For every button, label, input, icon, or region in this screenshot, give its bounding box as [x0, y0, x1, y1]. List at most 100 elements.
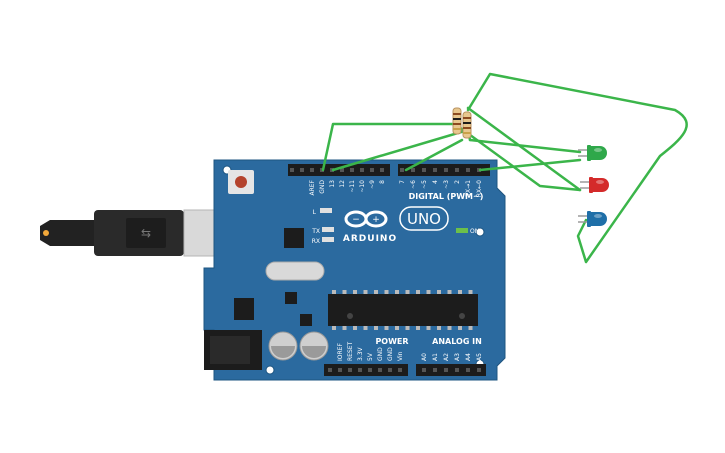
led-tx [322, 227, 334, 232]
top-pin-label: 4 [432, 180, 439, 184]
power-pin-label: GND [377, 347, 384, 361]
top-pin-label: 13 [329, 180, 336, 188]
led-l [320, 208, 332, 213]
power-pin-label: Vin [397, 351, 404, 361]
top-pin-label: ~9 [369, 180, 376, 189]
capacitor-1 [268, 331, 298, 361]
analog-pin-hole[interactable] [466, 368, 470, 372]
top-pin-hole[interactable] [466, 168, 470, 172]
top-pin-hole[interactable] [411, 168, 415, 172]
top-pin-hole[interactable] [433, 168, 437, 172]
chip-pin [353, 326, 357, 330]
led-rx [322, 237, 334, 242]
power-pin-label: RESET [347, 341, 354, 361]
analog-pin-label: A5 [476, 353, 483, 361]
chip-pin [342, 290, 347, 294]
power-pin-hole[interactable] [338, 368, 342, 372]
wire-resistor-to-green[interactable] [468, 138, 582, 154]
top-pin-hole[interactable] [455, 168, 459, 172]
top-pin-hole[interactable] [360, 168, 364, 172]
top-pin-hole[interactable] [380, 168, 384, 172]
top-pin-hole[interactable] [400, 168, 404, 172]
atmega-chip [328, 294, 478, 326]
usb-chip [284, 228, 304, 248]
chip-pin [416, 326, 420, 330]
led-tx-label: TX [311, 228, 320, 235]
chip-pin [458, 290, 462, 294]
resistor-1[interactable] [452, 107, 462, 135]
wire-gnd-to-resistor[interactable] [321, 122, 457, 172]
analog-pin-label: A1 [432, 353, 439, 361]
top-pin-hole[interactable] [300, 168, 304, 172]
top-pin-label: ~11 [349, 180, 356, 193]
power-pin-hole[interactable] [328, 368, 332, 372]
chip-pin [332, 290, 336, 294]
red-led[interactable] [580, 177, 609, 193]
analog-pin-label: A2 [443, 353, 450, 361]
wire-pin7-to-resistor[interactable] [404, 138, 464, 172]
chip-pin [363, 290, 368, 294]
power-pin-label: 5V [367, 352, 374, 361]
top-pin-label: ~10 [359, 180, 366, 193]
chip-pin [416, 290, 420, 294]
green-led[interactable] [578, 145, 607, 161]
power-pin-hole[interactable] [378, 368, 382, 372]
arduino-logo: − + [344, 210, 388, 228]
top-pin-label: 2 [454, 180, 461, 184]
digital-header-label: DIGITAL (PWM~) [409, 192, 484, 201]
crystal-oscillator [265, 261, 325, 281]
analog-pin-hole[interactable] [433, 368, 437, 372]
chip-pin [384, 290, 389, 294]
top-pin-hole[interactable] [444, 168, 448, 172]
small-chip [285, 292, 297, 304]
chip-pin [395, 290, 399, 294]
power-header-label: POWER [375, 337, 408, 346]
analog-pin-hole[interactable] [477, 368, 481, 372]
analog-header [416, 364, 486, 376]
power-pin-hole[interactable] [388, 368, 392, 372]
power-pin-hole[interactable] [398, 368, 402, 372]
analog-pin-label: A0 [421, 353, 428, 361]
top-pin-label: 8 [379, 180, 386, 184]
analog-header-label: ANALOG IN [432, 337, 482, 346]
analog-pin-hole[interactable] [422, 368, 426, 372]
top-pin-hole[interactable] [350, 168, 354, 172]
top-pin-label: ~3 [443, 180, 450, 189]
analog-pin-hole[interactable] [444, 368, 448, 372]
svg-text:+: + [372, 215, 380, 225]
blue-led[interactable] [578, 211, 607, 227]
analog-pin-hole[interactable] [455, 368, 459, 372]
top-header-left [288, 164, 390, 176]
top-pin-label: TX→1 [465, 180, 472, 198]
voltage-regulator [234, 298, 254, 320]
power-pin-hole[interactable] [358, 368, 362, 372]
led-l-label: L [313, 209, 317, 216]
chip-pin [468, 290, 473, 294]
top-pin-hole[interactable] [370, 168, 374, 172]
top-pin-hole[interactable] [422, 168, 426, 172]
resistor-2[interactable] [462, 111, 472, 139]
brand-label: ARDUINO [343, 234, 397, 244]
chip-pin [458, 326, 462, 330]
power-pin-label: 3.3V [357, 346, 364, 361]
chip-pin [426, 326, 431, 330]
wire-pin0-to-green[interactable] [478, 158, 582, 172]
plug-icon [43, 230, 49, 236]
top-pin-hole[interactable] [340, 168, 344, 172]
smd-component [300, 314, 312, 326]
power-pin-hole[interactable] [348, 368, 352, 372]
wire-red-return[interactable] [453, 122, 582, 192]
top-pin-label: ~6 [410, 180, 417, 189]
top-pin-label: 7 [399, 180, 406, 184]
power-led [456, 228, 468, 233]
top-pin-hole[interactable] [310, 168, 314, 172]
wire-resistor-to-red[interactable] [466, 106, 582, 192]
wire-resistor-loop-to-blue[interactable] [466, 72, 688, 264]
model-label: UNO [407, 210, 441, 228]
top-pin-hole[interactable] [290, 168, 294, 172]
top-pin-label: ~5 [421, 180, 428, 189]
power-pin-hole[interactable] [368, 368, 372, 372]
chip-pin [437, 290, 441, 294]
